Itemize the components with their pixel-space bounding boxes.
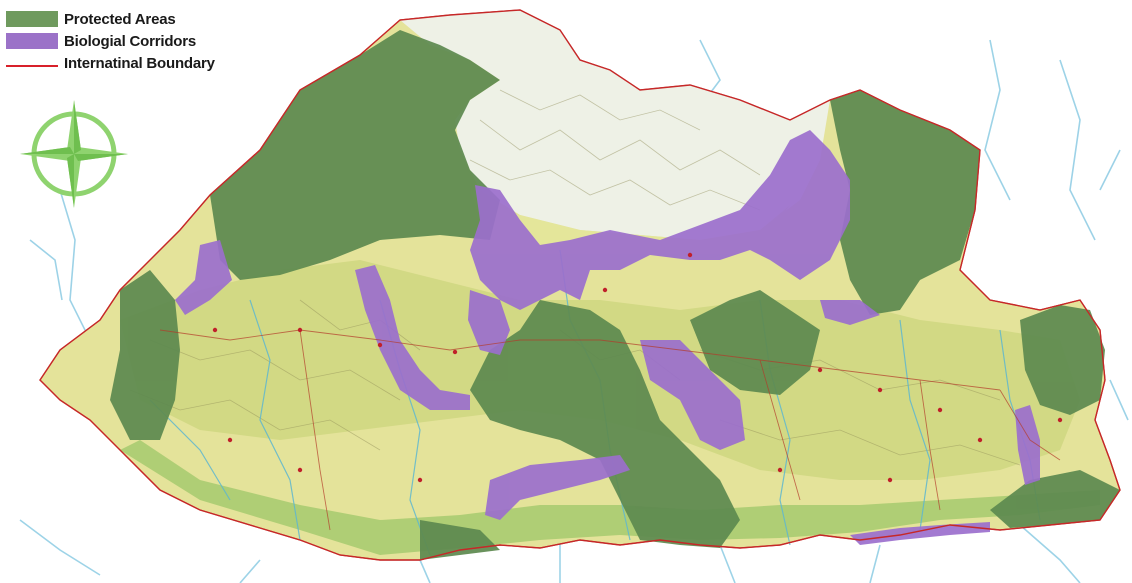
corridor-east-central [640, 340, 745, 450]
corridor-south-central [485, 455, 630, 520]
legend-label-boundary: Internatinal Boundary [64, 54, 215, 72]
corridor-central-north [470, 130, 850, 310]
terrain-snow [400, 10, 830, 240]
corridor-west [175, 240, 232, 315]
corridor-south-east-edge [850, 522, 990, 545]
protected-area-west [110, 270, 180, 440]
legend-label-corridors: Biologial Corridors [64, 32, 197, 50]
legend-item-international-boundary: Internatinal Boundary [6, 52, 256, 74]
protected-area-east-central [690, 290, 820, 395]
rivers-outside [19, 39, 1129, 583]
terrain-south [120, 440, 1100, 555]
corridor-northeast-edge [820, 300, 880, 325]
settlements [212, 252, 1063, 483]
legend-label-protected: Protected Areas [64, 10, 176, 28]
legend-swatch-boundary [6, 65, 58, 67]
protected-area-east [1020, 305, 1105, 415]
biological-corridors [175, 130, 1040, 545]
protected-area-southcentral [420, 520, 500, 560]
corridor-central-west [355, 265, 470, 410]
compass-rose-icon [20, 100, 128, 208]
international-boundary [39, 9, 1121, 561]
legend-swatch-protected [6, 11, 58, 27]
roads [159, 329, 1061, 531]
protected-area-northeast [830, 90, 980, 315]
map-legend: Protected Areas Biologial Corridors Inte… [6, 8, 256, 74]
protected-areas [110, 30, 1120, 560]
legend-item-biological-corridors: Biologial Corridors [6, 30, 256, 52]
protected-area-central [470, 300, 740, 548]
protected-area-northwest [210, 30, 500, 280]
legend-item-protected-areas: Protected Areas [6, 8, 256, 30]
protected-area-southeast [990, 470, 1120, 528]
legend-swatch-corridors [6, 33, 58, 49]
corridor-central-connector [468, 290, 510, 355]
